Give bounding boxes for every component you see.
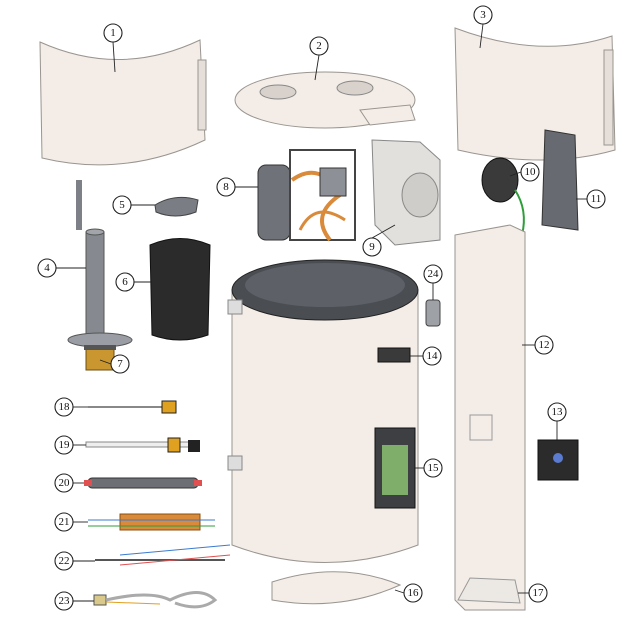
part-12-front-column (454, 224, 526, 611)
callout-11: 11 (586, 189, 606, 209)
callout-21: 21 (54, 512, 74, 532)
part-9-fan-housing (371, 139, 441, 246)
part-15-control-board (374, 427, 416, 509)
part-13-control-panel (537, 439, 579, 481)
callout-13: 13 (547, 402, 567, 422)
callout-8: 8 (216, 177, 236, 197)
part-23-sensor-cable (93, 591, 218, 609)
callout-9: 9 (362, 237, 382, 257)
svg-text:18: 18 (59, 401, 71, 413)
svg-text:21: 21 (59, 516, 70, 528)
callout-6: 6 (115, 272, 135, 292)
callout-14: 14 (422, 346, 442, 366)
callout-3: 3 (473, 5, 493, 25)
callout-23: 23 (54, 591, 74, 611)
svg-text:11: 11 (591, 193, 602, 205)
svg-text:12: 12 (539, 339, 550, 351)
svg-text:15: 15 (428, 462, 440, 474)
svg-text:5: 5 (119, 199, 125, 211)
leader-lines (56, 23, 587, 602)
part-22-wiring-harness (95, 544, 231, 566)
part-20-cable (84, 477, 202, 489)
svg-text:13: 13 (552, 406, 564, 418)
part-5-cap (154, 196, 199, 217)
callout-12: 12 (534, 335, 554, 355)
callout-24: 24 (423, 264, 443, 284)
callout-2: 2 (309, 36, 329, 56)
svg-text:2: 2 (316, 40, 322, 52)
part-4-flange-rod (67, 180, 133, 348)
part-11-mounting-plate (541, 129, 579, 231)
svg-text:4: 4 (44, 262, 50, 274)
svg-text:7: 7 (117, 358, 123, 370)
part-2-top-lid (234, 71, 416, 129)
part-1-front-panel (39, 39, 207, 166)
callout-5: 5 (112, 195, 132, 215)
callout-10: 10 (520, 162, 540, 182)
svg-text:3: 3 (480, 9, 486, 21)
part-24-capacitor (425, 299, 441, 327)
callout-19: 19 (54, 435, 74, 455)
part-3-rear-panel (454, 27, 616, 161)
callout-15: 15 (423, 458, 443, 478)
part-16-base (271, 571, 402, 605)
svg-text:22: 22 (59, 555, 70, 567)
svg-text:17: 17 (533, 587, 545, 599)
water-tank (227, 259, 419, 563)
callout-16: 16 (403, 583, 423, 603)
svg-text:1: 1 (110, 27, 116, 39)
part-21-wiring-harness (88, 513, 215, 531)
callout-17: 17 (528, 583, 548, 603)
svg-text:8: 8 (223, 181, 229, 193)
callout-7: 7 (110, 354, 130, 374)
part-6-insulation-sleeve (149, 238, 211, 341)
svg-text:19: 19 (59, 439, 71, 451)
callout-1: 1 (103, 23, 123, 43)
callout-22: 22 (54, 551, 74, 571)
part-19-cable (85, 437, 200, 453)
svg-text:14: 14 (427, 350, 439, 362)
svg-text:24: 24 (428, 268, 440, 280)
svg-text:20: 20 (59, 477, 71, 489)
svg-text:9: 9 (369, 241, 375, 253)
callout-4: 4 (37, 258, 57, 278)
part-14-thermostat (377, 347, 411, 363)
svg-text:6: 6 (122, 276, 128, 288)
part-18-cable (88, 400, 177, 414)
part-10-fan (481, 157, 525, 236)
part-17-foot (457, 577, 521, 604)
svg-text:23: 23 (59, 595, 71, 607)
part-8-compressor-assembly (257, 149, 356, 242)
svg-text:16: 16 (408, 587, 420, 599)
callout-20: 20 (54, 473, 74, 493)
svg-text:10: 10 (525, 166, 537, 178)
callout-18: 18 (54, 397, 74, 417)
